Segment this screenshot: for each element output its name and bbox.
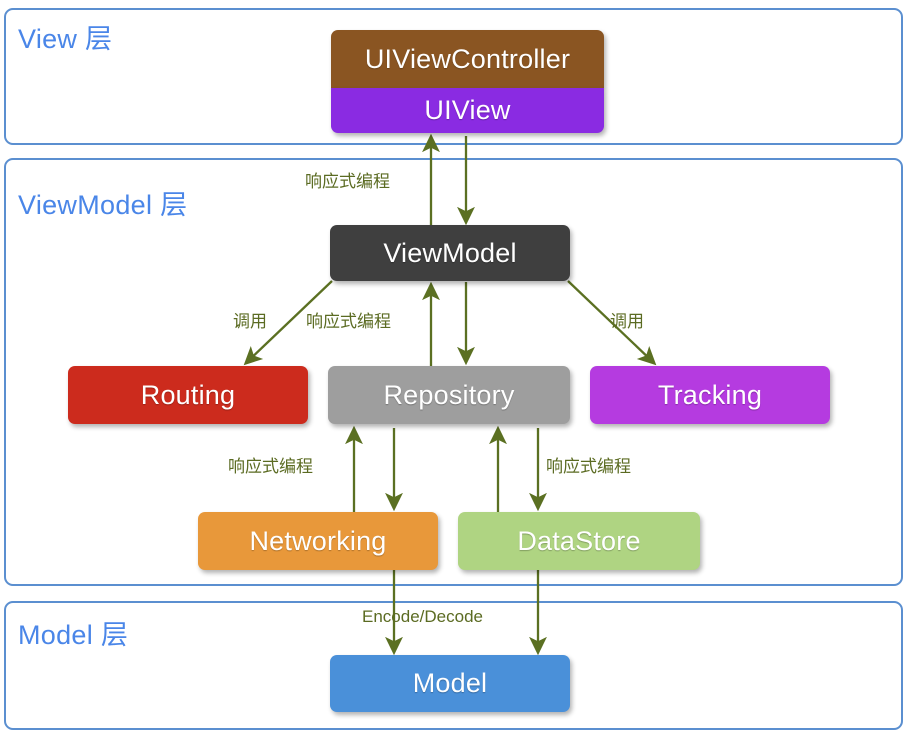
node-uiviewcontroller[interactable]: UIViewController — [331, 30, 604, 88]
layer-title-view: View 层 — [18, 24, 113, 54]
node-routing[interactable]: Routing — [68, 366, 308, 424]
node-viewmodel[interactable]: ViewModel — [330, 225, 570, 281]
node-uiview[interactable]: UIView — [331, 88, 604, 133]
edge-label-repository-datastore-reactive: 响应式编程 — [546, 457, 631, 476]
edge-label-encode-decode: Encode/Decode — [362, 607, 483, 626]
edge-label-viewmodel-tracking-call: 调用 — [610, 312, 644, 331]
edge-label-view-viewmodel-reactive: 响应式编程 — [305, 172, 390, 191]
layer-title-model: Model 层 — [18, 620, 129, 650]
node-repository[interactable]: Repository — [328, 366, 570, 424]
node-networking[interactable]: Networking — [198, 512, 438, 570]
edge-label-viewmodel-routing-call: 调用 — [233, 312, 267, 331]
edge-label-repository-networking-reactive: 响应式编程 — [228, 457, 313, 476]
layer-title-viewmodel: ViewModel 层 — [18, 190, 188, 220]
node-datastore[interactable]: DataStore — [458, 512, 700, 570]
node-tracking[interactable]: Tracking — [590, 366, 830, 424]
edge-label-viewmodel-repository-reactive: 响应式编程 — [306, 312, 391, 331]
node-model[interactable]: Model — [330, 655, 570, 712]
